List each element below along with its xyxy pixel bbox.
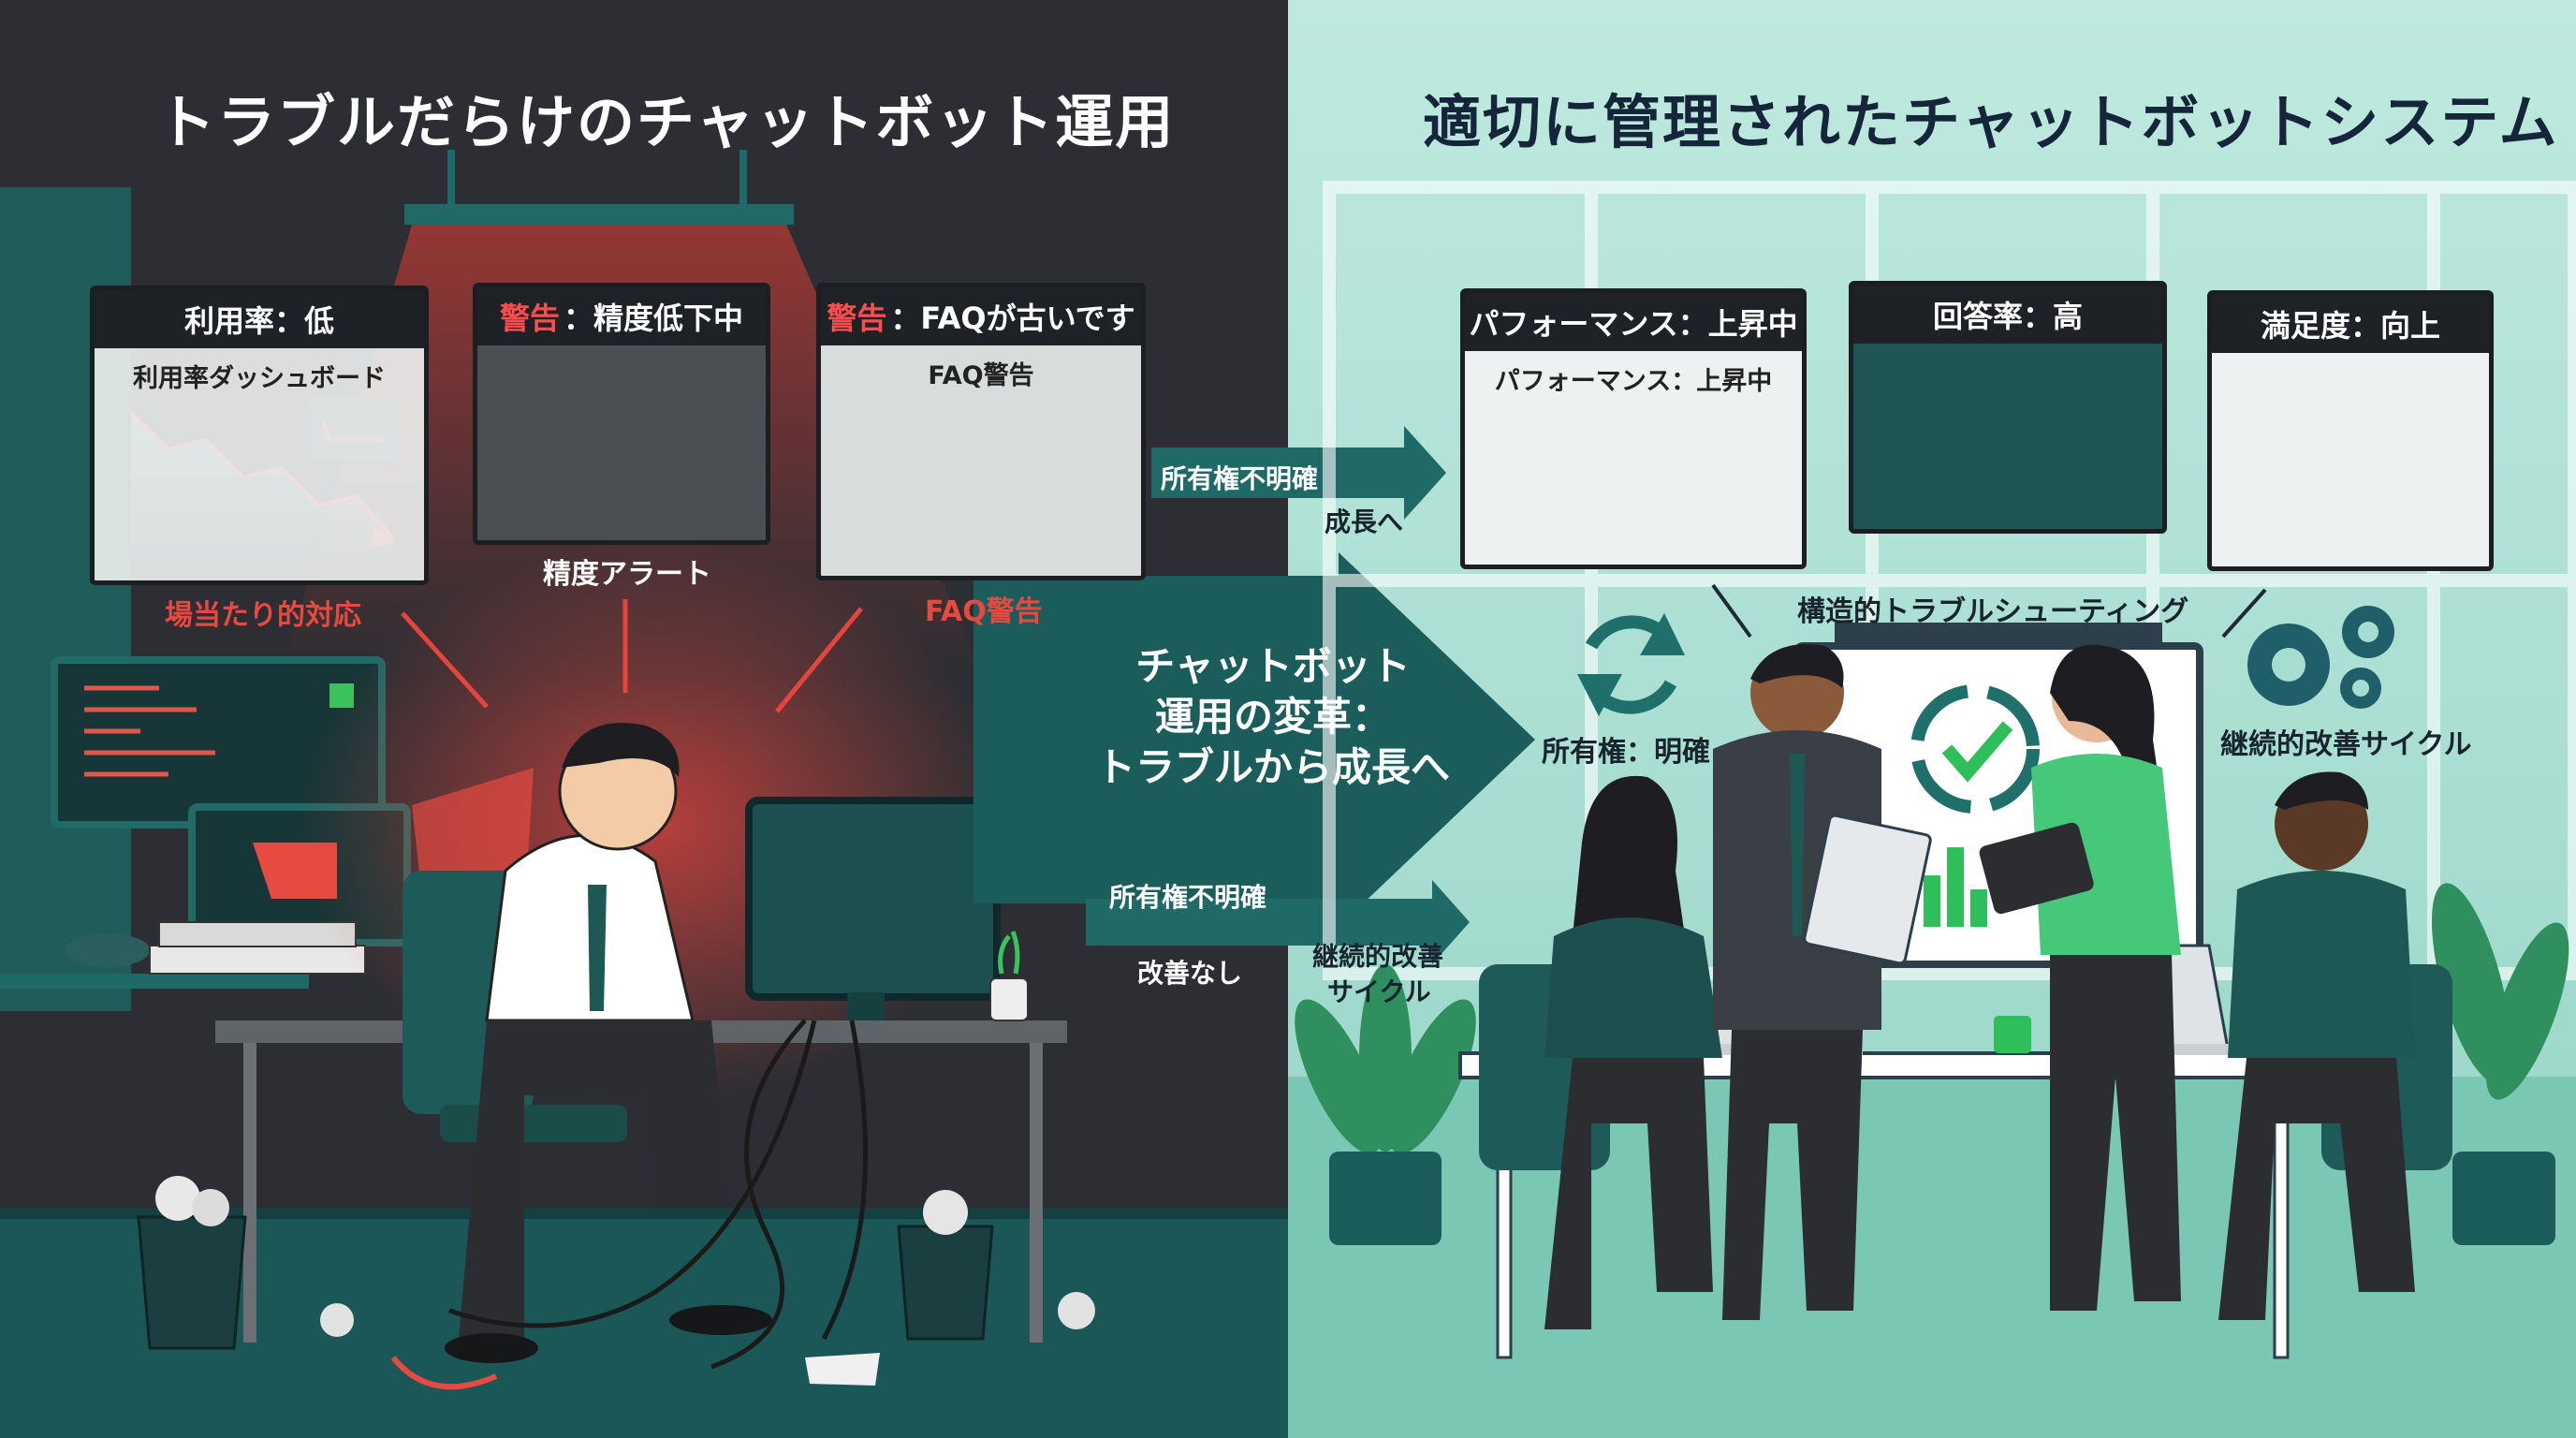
gear-icon [2247,606,2394,709]
transformation-arrow-text: チャットボット 運用の変革： トラブルから成長へ [1076,641,1470,793]
middle-bottom-right-label-2: サイクル [1327,976,1431,1007]
ownership-label: 所有権：明確 [1542,736,1710,769]
troubleshooting-label: 構造的トラブルシューティング [1797,595,2189,628]
team-people [1544,644,2415,1329]
transformation-line-2: 運用の変革： [1154,694,1391,740]
right-room [1288,181,2576,1438]
accuracy-header-text: ：精度低下中 [564,301,744,336]
transition-arrows [973,426,1535,964]
accuracy-warning-label: 警告 [499,301,560,336]
faq-caption: FAQ警告 [925,595,1043,628]
right-title: 適切に管理されたチャットボットシステム [1423,88,2559,156]
performance-panel: パフォーマンス：上昇中 パフォーマンス：上昇中 [1460,288,1807,569]
response-panel-header: 回答率：高 [1853,286,2162,344]
transformation-line-3: トラブルから成長へ [1095,744,1450,790]
usage-panel-header: 利用率：低 [95,290,424,348]
cycle-label: 継続的改善サイクル [2220,728,2472,761]
faq-panel-header: 警告：FAQが古いです [821,287,1141,345]
usage-panel: 利用率：低 利用率ダッシュボード [90,286,429,585]
middle-top-label-2: 成長へ [1325,506,1404,537]
faq-warning-label: 警告 [827,301,887,336]
usage-caption: 場当たり的対応 [165,599,361,632]
middle-top-label-1: 所有権不明確 [1161,463,1319,494]
middle-bottom-label-2: 改善なし [1137,958,1243,989]
usage-panel-subtitle: 利用率ダッシュボード [133,364,386,393]
left-title: トラブルだらけのチャットボット運用 [157,88,1176,156]
performance-panel-subtitle: パフォーマンス：上昇中 [1494,367,1773,396]
accuracy-caption: 精度アラート [543,558,711,591]
faq-panel-subtitle: FAQ警告 [928,361,1034,390]
accuracy-panel: 警告：精度低下中 [473,283,770,545]
satisfaction-panel-header: 満足度：向上 [2212,295,2489,353]
check-cycle-icon [1910,684,2040,814]
performance-panel-header: パフォーマンス：上昇中 [1465,293,1802,351]
faq-header-text: ：FAQが古いです [890,301,1135,336]
transformation-line-1: チャットボット [1135,643,1411,689]
satisfaction-panel: 満足度：向上 [2207,290,2494,571]
accuracy-panel-header: 警告：精度低下中 [477,287,766,345]
faq-panel: 警告：FAQが古いです FAQ警告 [816,283,1146,580]
middle-bottom-label-1: 所有権不明確 [1109,882,1267,913]
middle-bottom-right-label-1: 継続的改善 [1312,941,1444,972]
refresh-icon [1577,613,1685,716]
response-panel: 回答率：高 [1849,281,2167,534]
